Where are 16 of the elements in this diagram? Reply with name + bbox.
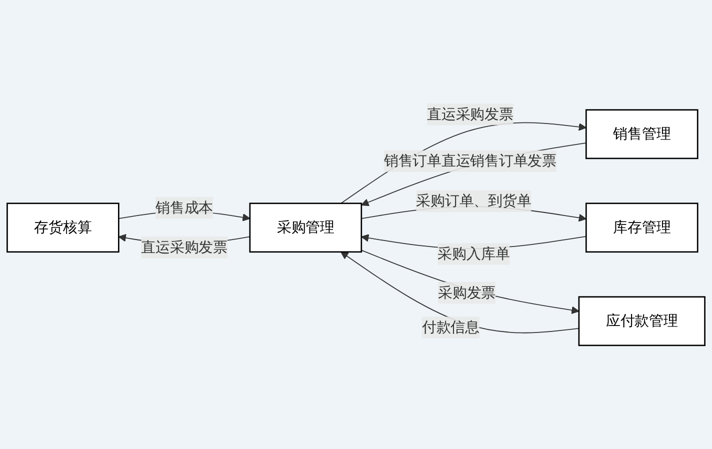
edge-label: 直运采购发票 <box>427 105 514 122</box>
edge-label: 采购订单、到货单 <box>416 192 532 210</box>
edge-label: 采购发票 <box>438 284 496 301</box>
arrow <box>360 250 580 314</box>
node-box: 采购管理 <box>249 202 362 253</box>
edge-label: 销售订单直运销售订单发票 <box>384 152 557 170</box>
node-box: 存货核算 <box>6 202 120 253</box>
node-box: 库存管理 <box>585 202 698 253</box>
node-box: 销售管理 <box>585 109 698 160</box>
arrow <box>340 252 580 334</box>
edge-label: 采购入库单 <box>438 245 510 262</box>
arrow <box>361 142 587 206</box>
edge-label: 销售成本 <box>156 198 214 216</box>
edge-label: 直运采购发票 <box>141 238 228 256</box>
node-box: 应付款管理 <box>578 296 706 346</box>
edge-label: 付款信息 <box>422 318 480 336</box>
